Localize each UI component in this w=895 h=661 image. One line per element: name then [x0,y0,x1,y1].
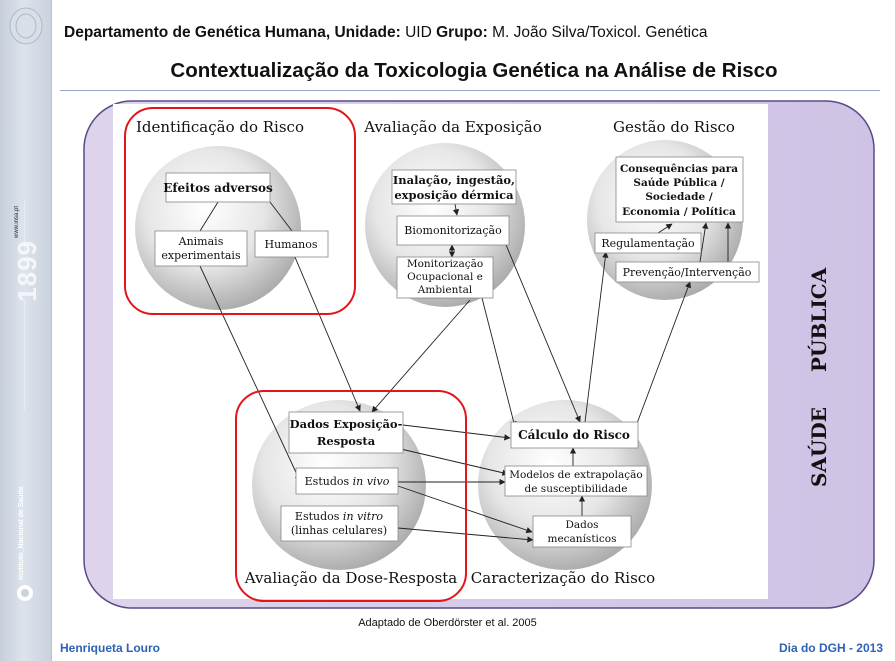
in-vivo-prefix: Estudos [305,475,353,488]
sidebar-divider [24,200,25,250]
box-mechanistic-data: Dados mecanísticos [532,515,632,548]
arrow-dosedata-to-models [387,445,509,476]
arrow-routes-to-bio [452,203,460,216]
svg-text:Regulamentação: Regulamentação [601,237,695,250]
sphere-hazard [135,146,301,310]
box-experimental-animals: Animais experimentais [154,230,248,267]
box-prevention: Prevenção/Intervenção [615,261,760,283]
citation: Adaptado de Oberdörster et al. 2005 [358,617,537,629]
svg-text:Humanos: Humanos [264,238,317,251]
side-label-publica: PÚBLICA [806,267,831,372]
arrow-bio-to-riskcalc [503,239,581,423]
box-exposure-routes: Inalação, ingestão, exposição dérmica [391,169,517,205]
heading-risk-management: Gestão do Risco [613,118,735,136]
svg-text:(linhas celulares): (linhas celulares) [291,524,387,537]
heading-hazard-identification: Identificação do Risco [136,118,304,136]
arrow-humans-to-doseresponse [291,249,361,412]
box-humans: Humanos [254,230,329,258]
svg-text:Dados Exposição-: Dados Exposição- [290,417,403,431]
box-extrapolation-models: Modelos de extrapolação de susceptibilid… [504,465,648,497]
svg-text:Ambiental: Ambiental [417,284,473,296]
arrow-dosedata-to-riskcalc [402,424,511,441]
svg-text:Dados: Dados [565,519,598,531]
svg-text:Sociedade /: Sociedade / [645,191,712,203]
box-risk-calculation: Cálculo do Risco [510,421,639,449]
box-biomonitoring: Biomonitorização [396,215,510,246]
arrow-effects-to-humans [269,201,293,232]
highlight-hazard-identification [124,107,356,315]
sidebar: www.insa.pt 1899 Instituto_Nacional de S… [0,0,52,661]
institute-seal-icon [9,7,43,45]
box-adverse-effects: Efeitos adversos [163,172,273,203]
arrow-monitoring-to-riskcalc [481,297,517,428]
svg-text:Biomonitorização: Biomonitorização [404,224,502,237]
svg-text:Animais: Animais [178,235,224,248]
box-in-vivo-studies: Estudos in vivo [295,467,399,495]
svg-text:Resposta: Resposta [317,434,376,448]
in-vivo-italic: in vivo [353,475,390,488]
svg-text:Efeitos adversos: Efeitos adversos [163,181,273,195]
svg-text:experimentais: experimentais [161,249,241,262]
svg-text:Prevenção/Intervenção: Prevenção/Intervenção [623,266,752,279]
arrow-effects-to-animals [199,201,219,232]
group-label: Grupo: [436,24,488,41]
svg-text:mecanísticos: mecanísticos [548,533,617,545]
header-line: Departamento de Genética Humana, Unidade… [64,24,884,42]
svg-text:Cálculo do Risco: Cálculo do Risco [518,428,630,442]
highlight-dose-response [235,390,467,602]
svg-text:Economia / Política: Economia / Política [622,206,736,218]
heading-risk-characterization: Caracterização do Risco [471,569,655,587]
svg-text:exposição dérmica: exposição dérmica [394,188,514,202]
department-label: Departamento de Genética Humana, Unidade… [64,24,401,41]
in-vitro-prefix: Estudos [295,510,343,523]
svg-text:Estudos in vivo: Estudos in vivo [305,475,390,488]
box-in-vitro-studies: Estudos in vitro (linhas celulares) [280,505,399,542]
heading-dose-response: Avaliação da Dose-Resposta [244,569,458,587]
in-vitro-italic: in vitro [343,510,384,523]
sidebar-divider [24,300,25,410]
footer-event: Dia do DGH - 2013 [778,641,883,655]
footer-author: Henriqueta Louro [60,641,161,655]
svg-text:Ocupacional e: Ocupacional e [407,271,483,283]
box-consequences: Consequências para Saúde Pública / Socie… [615,156,744,223]
svg-text:Inalação, ingestão,: Inalação, ingestão, [393,173,515,187]
slide-title: Contextualização da Toxicologia Genética… [170,59,778,82]
unit-value: UID [405,24,432,41]
box-occupational-monitoring: Monitorização Ocupacional e Ambiental [396,256,494,299]
svg-text:Estudos in vitro: Estudos in vitro [295,510,384,523]
arrow-prevention-to-consequences-1 [699,222,709,263]
title-divider [60,90,880,91]
svg-text:Monitorização: Monitorização [407,258,483,270]
svg-text:Saúde Pública /: Saúde Pública / [633,177,724,189]
svg-text:Consequências para: Consequências para [620,163,738,175]
institute-logo-icon [17,585,33,601]
arrow-monitoring-to-doseresponse [371,299,471,413]
svg-text:Modelos de extrapolação: Modelos de extrapolação [509,469,642,481]
heading-exposure-assessment: Avaliação da Exposição [363,118,542,136]
group-value: M. João Silva/Toxicol. Genética [492,24,708,41]
svg-text:de susceptibilidade: de susceptibilidade [525,483,628,495]
box-dose-response-data: Dados Exposição- Resposta [288,411,404,454]
side-label-saude: SAÚDE [806,407,831,487]
arrow-riskcalc-to-prevention [635,281,691,427]
arrow-animals-to-invivo [199,265,301,482]
box-regulation: Regulamentação [594,232,702,254]
arrow-riskcalc-to-regulation [584,251,609,423]
